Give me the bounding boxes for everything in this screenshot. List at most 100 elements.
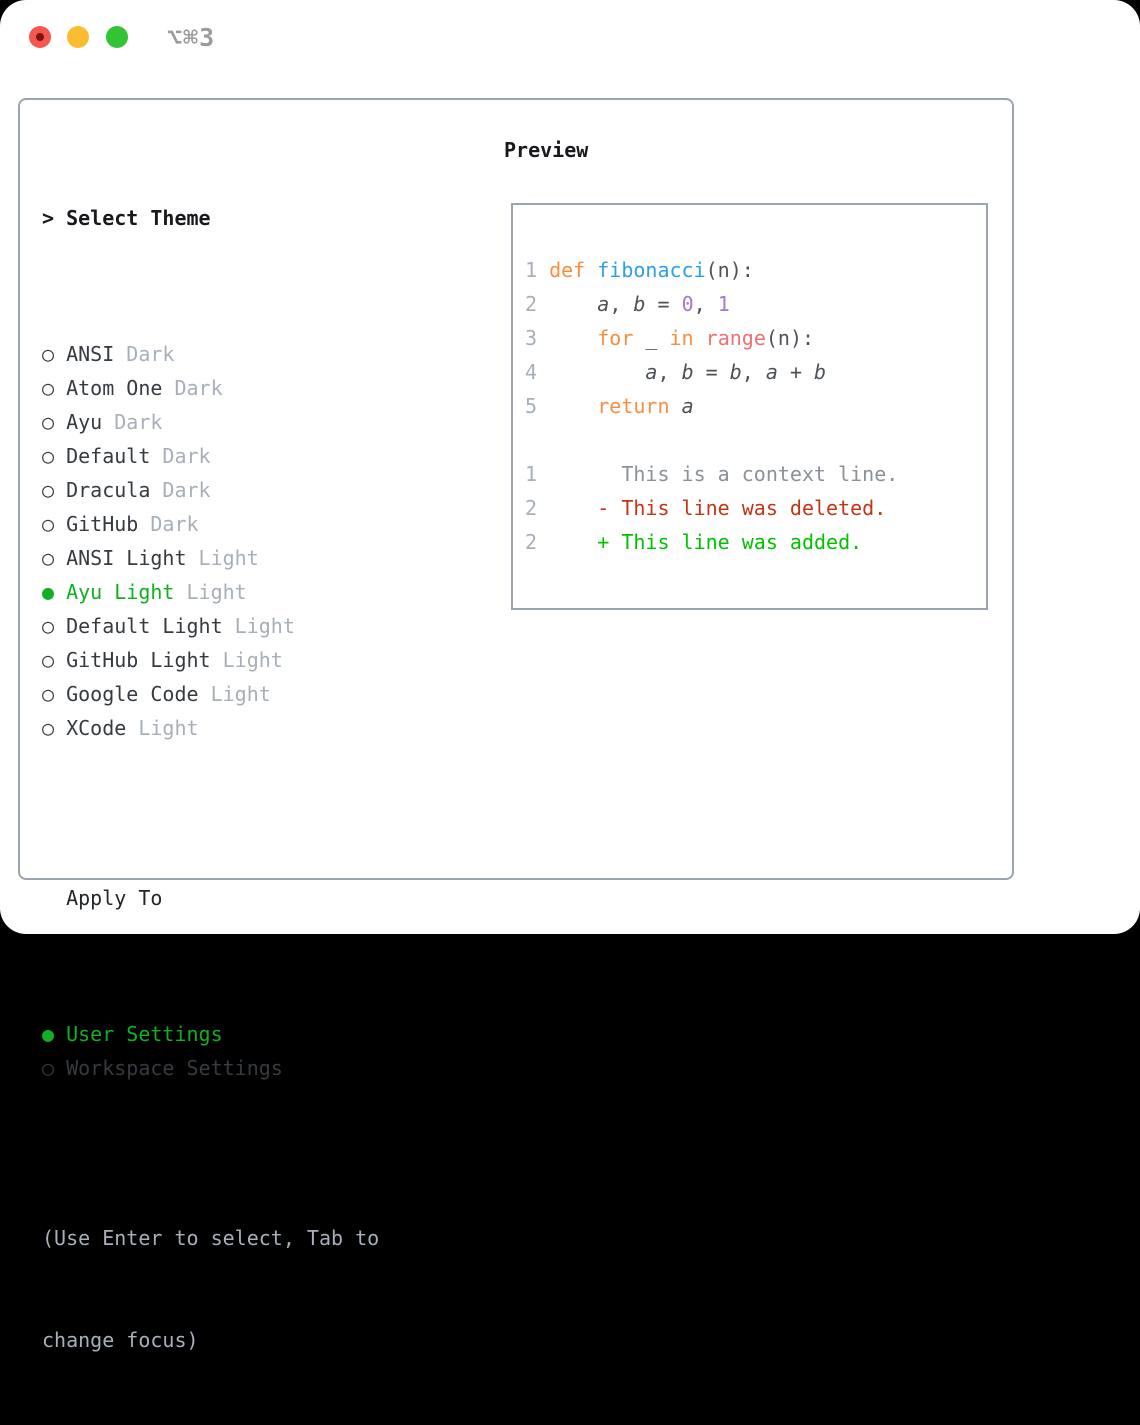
code-token: def (549, 258, 586, 282)
theme-selector-panel: > Select Theme ○ ANSI Dark○ Atom One Dar… (18, 98, 1014, 1352)
line-number: 5 (525, 394, 550, 418)
title-bar: ⌥⌘3 (0, 0, 1140, 74)
theme-variant-badge: Dark (138, 512, 199, 536)
theme-variant-badge: Dark (162, 376, 223, 400)
theme-name: Google Code (66, 682, 199, 706)
theme-variant-badge: Light (174, 580, 247, 604)
select-theme-header-row: > Select Theme (42, 201, 379, 235)
theme-variant-badge: Light (186, 546, 259, 570)
code-token: 1 (717, 292, 730, 316)
code-token: This is a context line. (549, 462, 899, 486)
code-token: , (657, 360, 682, 384)
radio-icon: ○ (42, 512, 67, 536)
radio-icon: ○ (42, 1056, 67, 1080)
code-token: b (814, 360, 827, 384)
select-theme-title: Select Theme (66, 206, 211, 230)
code-token: + This line was added. (549, 530, 863, 554)
radio-icon: ○ (42, 478, 67, 502)
app-window: ⌥⌘3 > Select Theme ○ ANSI Dark○ Atom One… (0, 0, 1140, 1352)
code-token: b (729, 360, 742, 384)
code-token: a (765, 360, 778, 384)
theme-option-github-dark[interactable]: ○ GitHub Dark (42, 507, 379, 541)
radio-icon: ○ (42, 648, 67, 672)
apply-option-workspace-settings[interactable]: ○ Workspace Settings (42, 1051, 379, 1085)
radio-icon: ○ (42, 682, 67, 706)
theme-name: GitHub Light (66, 648, 211, 672)
code-token: b (633, 292, 646, 316)
code-token (585, 258, 597, 282)
code-token (549, 292, 597, 316)
theme-name: Default Light (66, 614, 223, 638)
code-token: a (681, 394, 694, 418)
theme-name: GitHub (66, 512, 139, 536)
code-token: = (645, 292, 682, 316)
code-token: , (741, 360, 766, 384)
preview-pane: 1 def fibonacci(n): 2 a, b = 0, 1 3 for _ … (511, 203, 988, 610)
theme-option-github-light-light[interactable]: ○ GitHub Light Light (42, 643, 379, 677)
code-preview: 1 def fibonacci(n): 2 a, b = 0, 1 3 for _ … (525, 253, 898, 559)
radio-icon: ○ (42, 342, 67, 366)
code-token: 0 (681, 292, 694, 316)
radio-icon: ○ (42, 546, 67, 570)
theme-name: Default (66, 444, 151, 468)
code-line: 4 a, b = b, a + b (525, 355, 898, 389)
apply-to-title-text: Apply To (66, 886, 163, 910)
minimize-button[interactable] (67, 26, 89, 48)
line-number: 2 (525, 496, 550, 520)
theme-option-google-code-light[interactable]: ○ Google Code Light (42, 677, 379, 711)
theme-option-ansi-dark[interactable]: ○ ANSI Dark (42, 337, 379, 371)
radio-icon: ○ (42, 410, 67, 434)
line-number: 4 (525, 360, 550, 384)
code-line: 1 def fibonacci(n): (525, 253, 898, 287)
theme-name: ANSI (66, 342, 115, 366)
code-token (549, 360, 645, 384)
code-token: _ (633, 326, 670, 350)
code-token: , (693, 292, 718, 316)
blank-line (525, 423, 898, 457)
apply-option-user-settings[interactable]: ● User Settings (42, 1017, 379, 1051)
theme-list: > Select Theme ○ ANSI Dark○ Atom One Dar… (42, 133, 379, 1425)
theme-name: Dracula (66, 478, 151, 502)
theme-option-atom-one-dark[interactable]: ○ Atom One Dark (42, 371, 379, 405)
code-token (670, 394, 682, 418)
radio-icon: ○ (42, 716, 67, 740)
hint-line-1: (Use Enter to select, Tab to (42, 1226, 380, 1250)
zoom-button[interactable] (106, 26, 128, 48)
theme-variant-badge: Light (222, 614, 295, 638)
code-token: - This line was deleted. (549, 496, 887, 520)
theme-name: Atom One (66, 376, 163, 400)
code-token: = (693, 360, 730, 384)
line-number: 1 (525, 462, 550, 486)
theme-option-default-dark[interactable]: ○ Default Dark (42, 439, 379, 473)
code-token (549, 394, 597, 418)
code-token: fibonacci (597, 258, 706, 282)
code-line: 2 + This line was added. (525, 525, 898, 559)
code-token: + (777, 360, 815, 384)
theme-name: Ayu Light (66, 580, 175, 604)
radio-icon: ○ (42, 376, 67, 400)
line-number: 2 (525, 530, 550, 554)
code-token: (n): (705, 258, 754, 282)
code-line: 3 for _ in range(n): (525, 321, 898, 355)
radio-icon: ○ (42, 444, 67, 468)
radio-icon: ○ (42, 614, 67, 638)
code-token: for (597, 326, 634, 350)
apply-to-header-row: Apply To (42, 881, 379, 915)
code-token: , (609, 292, 634, 316)
code-line: 1 This is a context line. (525, 457, 898, 491)
theme-variant-badge: Light (210, 648, 283, 672)
keyboard-shortcut-label: ⌥⌘3 (167, 23, 216, 52)
code-line: 5 return a (525, 389, 898, 423)
theme-option-ansi-light-light[interactable]: ○ ANSI Light Light (42, 541, 379, 575)
theme-option-ayu-dark[interactable]: ○ Ayu Dark (42, 405, 379, 439)
preview-title: Preview (504, 138, 589, 162)
radio-icon: ● (42, 1022, 67, 1046)
theme-option-default-light-light[interactable]: ○ Default Light Light (42, 609, 379, 643)
theme-option-dracula-dark[interactable]: ○ Dracula Dark (42, 473, 379, 507)
theme-variant-badge: Dark (114, 342, 175, 366)
close-button[interactable] (29, 26, 51, 48)
radio-icon: ● (42, 580, 67, 604)
theme-variant-badge: Dark (102, 410, 163, 434)
theme-option-xcode-light[interactable]: ○ XCode Light (42, 711, 379, 745)
theme-option-ayu-light-light[interactable]: ● Ayu Light Light (42, 575, 379, 609)
